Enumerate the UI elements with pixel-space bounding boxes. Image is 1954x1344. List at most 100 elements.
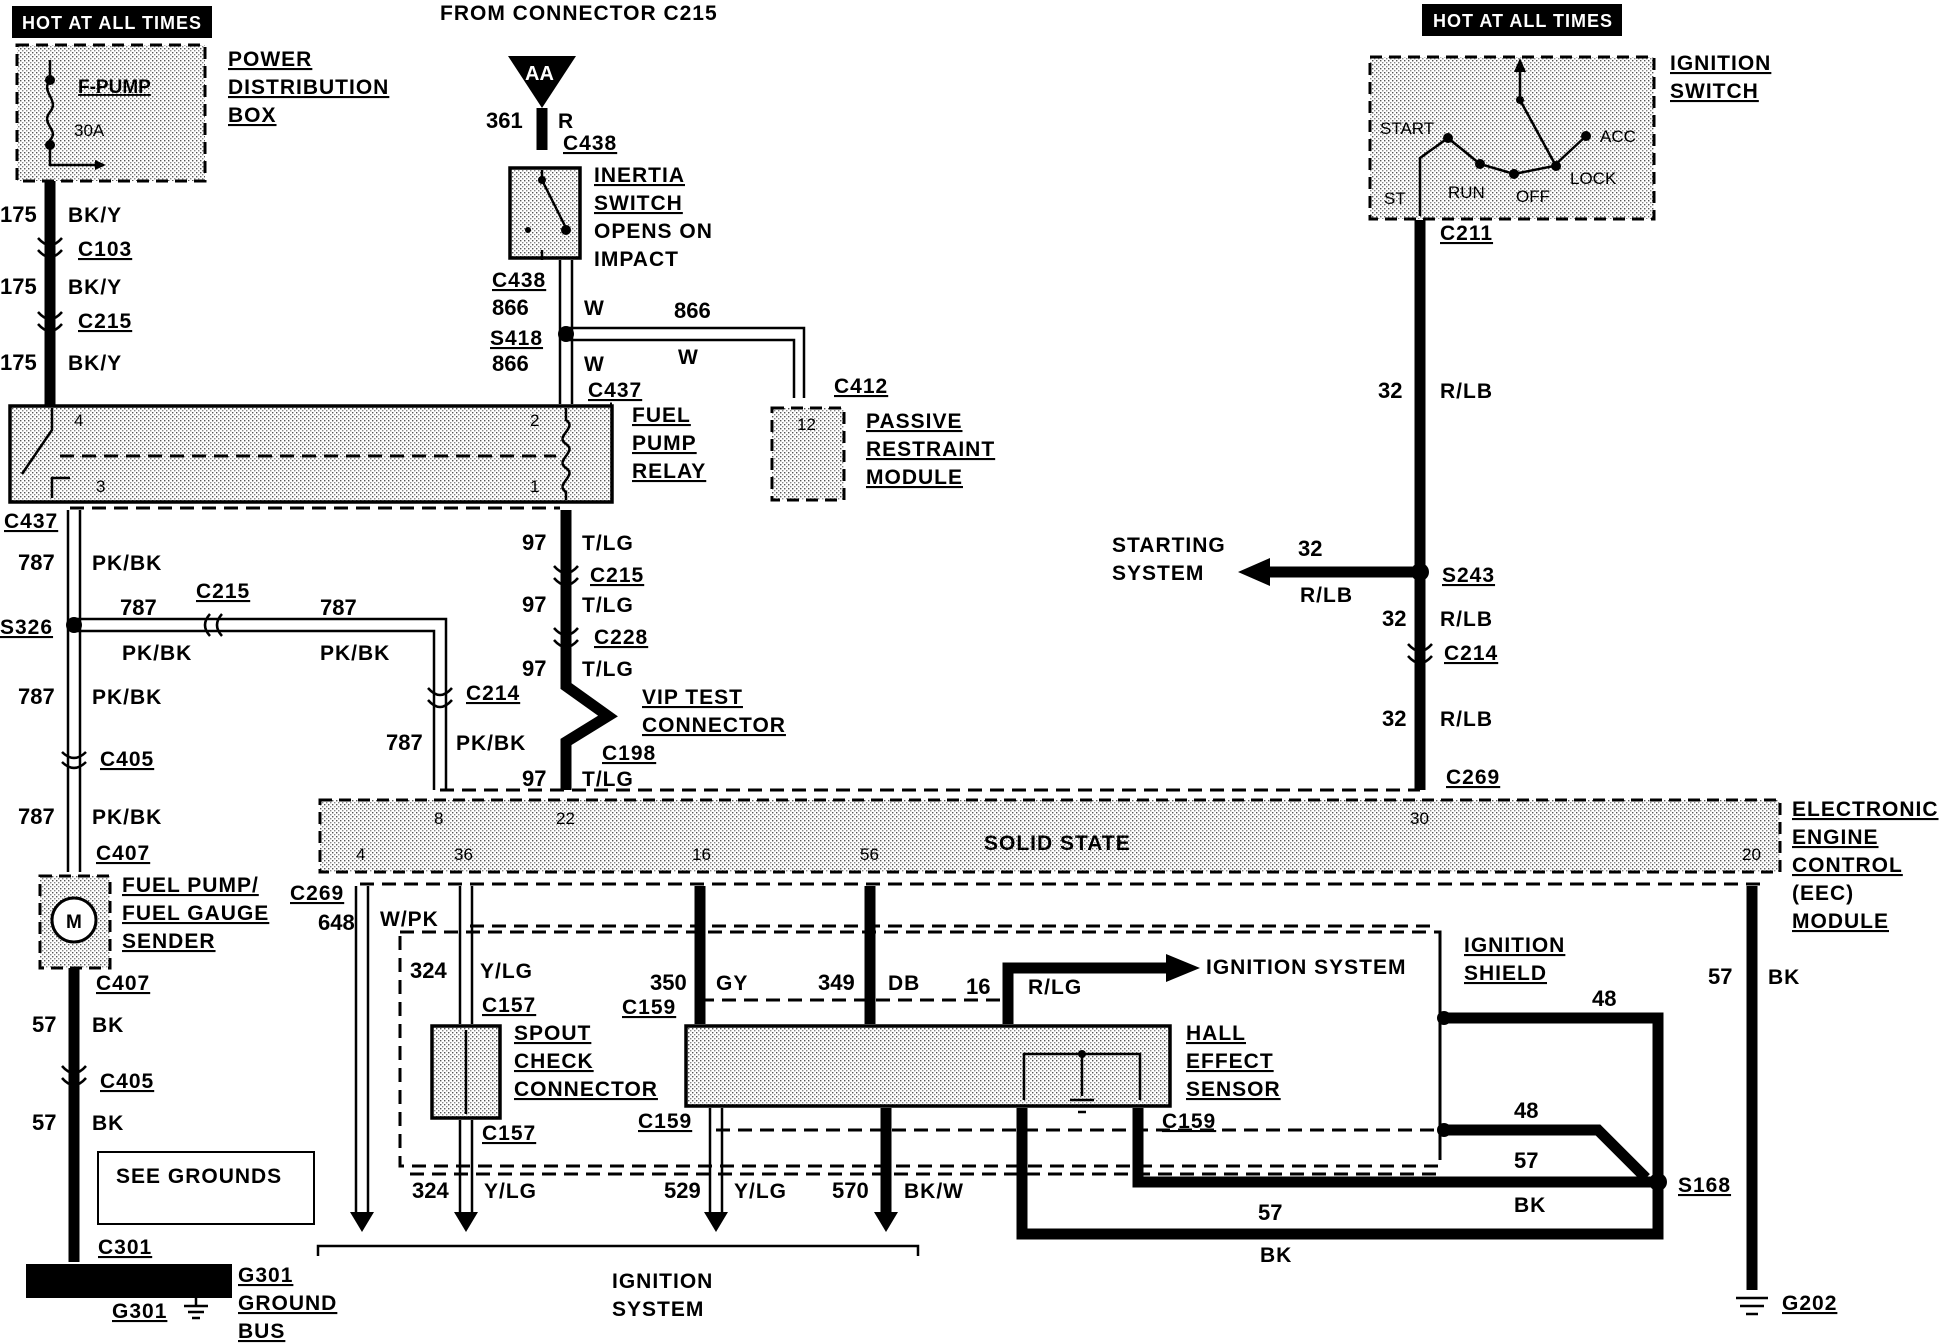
connector-c214-a: C214: [466, 682, 520, 705]
fuel-pump-title-3: SENDER: [122, 930, 216, 953]
aa-connector-label: AA: [525, 63, 554, 85]
connector-c301: C301: [98, 1236, 152, 1259]
hall-title-3: SENSOR: [1186, 1078, 1281, 1101]
ground-bus-left-label: G301: [112, 1300, 167, 1323]
relay-coil: [561, 408, 571, 500]
ign-system-bottom-2: SYSTEM: [612, 1298, 704, 1321]
inertia-title-1: INERTIA: [594, 164, 685, 187]
connector-c157-bottom: C157: [482, 1122, 536, 1145]
connector-c214-b: C214: [1444, 642, 1498, 665]
ground-g202-icon: [1736, 1296, 1768, 1316]
wire-787-across: [74, 617, 448, 790]
wire-rlb-color-3: R/LB: [1440, 608, 1493, 631]
wire-pkbk-color-3: PK/BK: [320, 642, 390, 665]
wire-97-num-2: 97: [522, 592, 546, 617]
ign-system-arrow-label: IGNITION SYSTEM: [1206, 956, 1407, 979]
hot-tag-left-text: HOT AT ALL TIMES: [22, 13, 202, 33]
fuel-pump-motor: [50, 896, 98, 944]
spout-title-1: SPOUT: [514, 1022, 591, 1045]
fuel-pump-motor-symbol: M: [66, 912, 82, 933]
eec-pin-22: 22: [556, 809, 575, 828]
eec-pin-16: 16: [692, 845, 711, 864]
relay-pin-1: 1: [530, 477, 539, 496]
hall-ground-icon: [1070, 1098, 1094, 1114]
wire-pkbk-color-2: PK/BK: [122, 642, 192, 665]
eec-pin-56: 56: [860, 845, 879, 864]
wire-32-num-4: 32: [1382, 706, 1406, 731]
connector-c159-bottom-left: C159: [638, 1110, 692, 1133]
connector-c438-top: C438: [563, 132, 617, 155]
wire-175-num-1: 175: [0, 202, 37, 227]
wire-db-color: DB: [888, 972, 920, 995]
ground-bus-title-3: BUS: [238, 1320, 285, 1343]
wire-97-num-1: 97: [522, 530, 546, 555]
ign-system-bottom-1: IGNITION: [612, 1270, 713, 1293]
wire-32-num-2: 32: [1298, 536, 1322, 561]
inertia-title-2: SWITCH: [594, 192, 683, 215]
hot-tag-right: [1422, 4, 1622, 36]
eec-title-5: MODULE: [1792, 910, 1889, 933]
wire-787-num-1: 787: [18, 550, 55, 575]
wire-48-shield: [1448, 1124, 1650, 1182]
connector-c215-mark: [37, 311, 63, 333]
connector-c215-b-mark: [203, 613, 223, 637]
ign-pos-acc: ACC: [1600, 127, 1636, 146]
wire-97-tlg: [560, 510, 618, 790]
aa-connector-triangle: [508, 56, 576, 108]
spout-title-2: CHECK: [514, 1050, 594, 1073]
ground-bus-symbol: [184, 1296, 208, 1320]
connector-c405-a: C405: [100, 748, 154, 771]
hot-tag-left: [12, 6, 212, 38]
wire-16-num: 16: [966, 974, 990, 999]
wire-57-num-2: 57: [32, 1110, 56, 1135]
wire-866-color-1: W: [584, 297, 605, 320]
wire-866-color-3: W: [678, 346, 699, 369]
connector-c103-mark: [37, 237, 63, 259]
connector-c215-c: C215: [590, 564, 644, 587]
connector-c437-top: C437: [588, 379, 642, 402]
ign-switch-title-1: IGNITION: [1670, 52, 1771, 75]
wire-32-num-1: 32: [1378, 378, 1402, 403]
splice-s418: [558, 326, 574, 342]
ignition-system-arrow: [1166, 954, 1200, 982]
connector-c215-b: C215: [196, 580, 250, 603]
wire-57-bk-hall-b: [1132, 1108, 1658, 1188]
ground-bus-title-2: GROUND: [238, 1292, 337, 1315]
ignition-switch-box: [1368, 55, 1656, 221]
ignition-shield-inner: [410, 924, 1442, 1176]
wire-wpk-color: W/PK: [380, 908, 439, 931]
eec-pin-36: 36: [454, 845, 473, 864]
relay-pin-4: 4: [74, 411, 83, 430]
wire-529-ylg: [708, 1108, 724, 1212]
connector-c407-a: C407: [96, 842, 150, 865]
wire-787-num-5: 787: [18, 684, 55, 709]
wire-ylg-color-2: Y/LG: [484, 1180, 537, 1203]
see-grounds-text: SEE GROUNDS: [116, 1165, 282, 1188]
eec-title-3: CONTROL: [1792, 854, 1903, 877]
wire-bk-color-2: BK: [92, 1112, 124, 1135]
relay-pin-3: 3: [96, 477, 105, 496]
wire-97-num-4: 97: [522, 766, 546, 791]
connector-c228: C228: [594, 626, 648, 649]
relay-title-2: PUMP: [632, 432, 697, 455]
ignition-shield-outline: [398, 930, 1442, 1168]
ground-bus-bar: [26, 1264, 232, 1298]
fuse-label: F-PUMP: [78, 77, 151, 98]
ignition-system-bracket: [316, 1244, 920, 1256]
wire-324-num-2: 324: [412, 1178, 449, 1203]
connector-c215-c-mark: [553, 565, 579, 587]
wire-648: [354, 886, 370, 1212]
wire-rlg-color: R/LG: [1028, 976, 1082, 999]
wire-48-num-2: 48: [1514, 1098, 1538, 1123]
connector-c159-top: C159: [622, 996, 676, 1019]
inertia-switch-box: [508, 166, 582, 260]
wire-32-num-3: 32: [1382, 606, 1406, 631]
wire-pkbk-color-6: PK/BK: [92, 806, 162, 829]
connector-c405-a-mark: [61, 751, 87, 770]
wire-tlg-color-4: T/LG: [582, 768, 634, 791]
connector-c269-top: C269: [1446, 766, 1500, 789]
ign-pos-st: ST: [1384, 189, 1406, 208]
connector-c438-bottom: C438: [492, 269, 546, 292]
fuel-pump-title-1: FUEL PUMP/: [122, 874, 259, 897]
